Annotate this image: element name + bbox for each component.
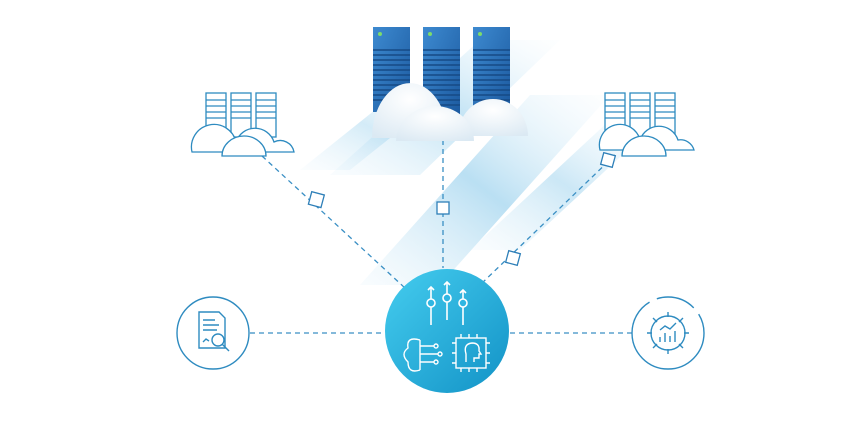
cloud-icon <box>372 83 528 141</box>
analytics-node[interactable] <box>631 296 705 370</box>
cloud-icon <box>598 123 695 157</box>
packet-icon <box>599 151 617 169</box>
packet-icon <box>436 201 450 215</box>
report-node[interactable] <box>176 296 250 370</box>
server-cluster-left[interactable] <box>190 92 295 157</box>
server-cluster-center[interactable] <box>372 27 528 141</box>
status-led-icon <box>478 32 482 36</box>
server-cluster-right[interactable] <box>598 92 695 157</box>
sliders-icon <box>426 280 468 325</box>
packet-icon <box>307 190 326 209</box>
document-magnifier-icon <box>198 311 230 352</box>
server-icon <box>373 27 510 115</box>
data-packets <box>307 151 617 267</box>
server-icon <box>604 92 676 138</box>
ai-hub[interactable] <box>385 269 509 393</box>
chip-head-icon <box>452 334 490 372</box>
gear-chart-icon <box>647 312 689 354</box>
packet-icon <box>504 249 522 267</box>
status-led-icon <box>428 32 432 36</box>
connection-left-server <box>261 155 406 289</box>
cloud-icon <box>190 123 295 157</box>
connection-right-server <box>479 154 616 286</box>
status-led-icon <box>378 32 382 36</box>
ai-brain-icon <box>403 338 443 372</box>
